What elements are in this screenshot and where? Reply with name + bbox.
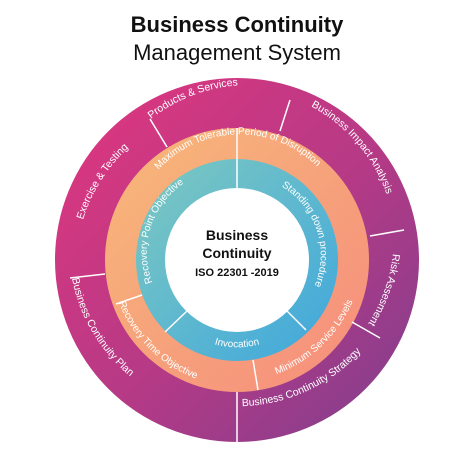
center-disc: [165, 188, 309, 332]
inner-divider: [164, 310, 188, 333]
outer-divider: [149, 118, 168, 148]
center-line-1: Business: [206, 227, 268, 243]
svg-text:Invocation: Invocation: [214, 336, 261, 350]
middle-divider: [252, 359, 259, 391]
inner-divider: [285, 309, 307, 331]
outer-divider: [279, 99, 291, 132]
outer-ring-dividers: [69, 99, 405, 442]
center-line-3: ISO 22301 -2019: [195, 267, 279, 279]
page-subtitle: Management System: [133, 40, 341, 65]
page-title: Business Continuity: [130, 12, 344, 37]
center-line-2: Continuity: [202, 245, 271, 261]
middle-ring-dividers: [115, 128, 259, 391]
outer-divider: [369, 229, 405, 237]
inner-ring-dividers: [164, 159, 307, 333]
middle-divider: [115, 294, 143, 305]
inner-label-invocation: Invocation: [214, 336, 261, 350]
outer-divider: [69, 273, 106, 279]
outer-divider: [351, 321, 381, 339]
